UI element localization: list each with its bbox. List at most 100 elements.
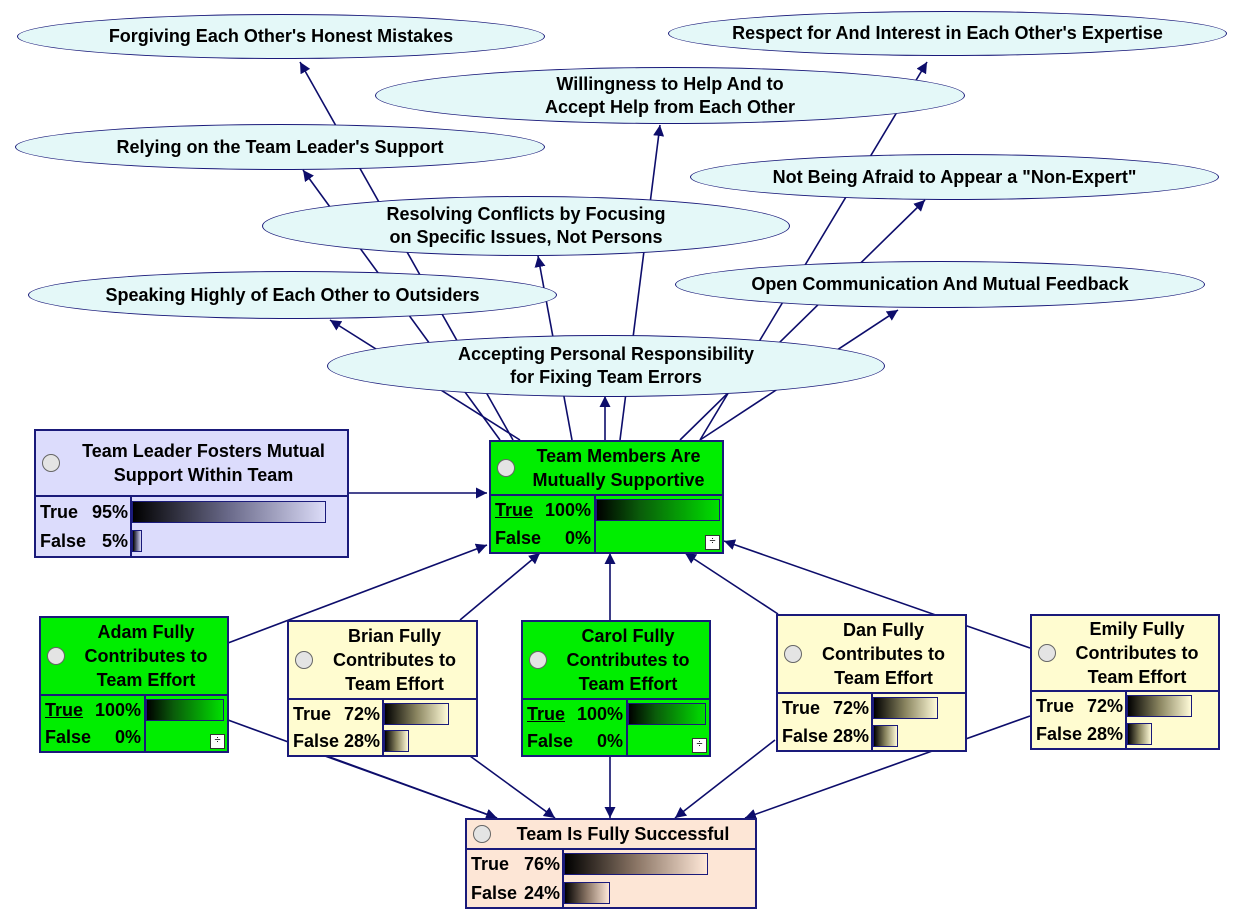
state-label: False [293,731,340,751]
state-percent: 100% [544,499,591,520]
state-percent: 95% [91,501,128,522]
oval-label: Relying on the Team Leader's Support [116,136,444,157]
title-line2: Contributes to [1075,643,1199,663]
title-line2: Contributes to [822,644,945,664]
title-line2: Support Within Team [113,465,294,485]
node-team-success[interactable]: Team Is Fully Successful True 76% False … [465,818,757,909]
state-row-false[interactable]: False 0% [523,728,709,755]
node-title: Emily Fully Contributes to Team Effort [1032,616,1218,692]
state-row-false[interactable]: False 28% [778,722,965,750]
radio-icon[interactable] [529,651,547,669]
node-title: Team Is Fully Successful [467,820,755,850]
oval-speaking[interactable]: Speaking Highly of Each Other to Outside… [28,271,557,319]
oval-label: Respect for And Interest in Each Other's… [732,23,1163,43]
radio-icon[interactable] [497,459,515,477]
node-title: Brian Fully Contributes to Team Effort [289,622,476,700]
node-team-mutual[interactable]: Team Members Are Mutually Supportive Tru… [489,440,724,554]
prob-bar-false [564,882,610,904]
state-label: True [1036,695,1075,716]
state-percent: 72% [832,697,869,718]
prob-bar-true [564,853,708,875]
divider [144,696,146,751]
divider [382,700,384,755]
oval-label-line1: Accepting Personal Responsibility [457,344,755,364]
minimize-icon[interactable]: ÷ [210,734,225,749]
state-percent: 28% [832,725,869,746]
radio-icon[interactable] [42,454,60,472]
oval-accepting[interactable]: Accepting Personal Responsibility for Fi… [327,335,885,397]
state-row-false[interactable]: False 5% [36,527,347,556]
prob-bar-true [596,499,720,521]
state-row-false[interactable]: False 28% [1032,720,1218,748]
node-team-leader[interactable]: Team Leader Fosters Mutual Support Withi… [34,429,349,558]
node-dan[interactable]: Dan Fully Contributes to Team Effort Tru… [776,614,967,752]
title-line1: Team Members Are [536,446,701,466]
state-percent: 72% [1086,695,1123,716]
edge-brian2-to-success [469,755,556,819]
divider [130,497,132,556]
state-percent: 100% [576,703,623,724]
title-line3: Team Effort [96,670,196,690]
title-line1: Carol Fully [581,626,675,646]
edge-brian-to-mutual [459,552,541,621]
oval-respect[interactable]: Respect for And Interest in Each Other's… [668,11,1227,56]
divider [626,700,628,755]
title-line2: Contributes to [333,650,456,670]
state-row-false[interactable]: False 0% [41,724,227,751]
prob-bar-true [384,703,449,725]
state-row-true[interactable]: True 100% [41,696,227,724]
radio-icon[interactable] [473,825,491,843]
state-label: True [495,499,534,520]
state-row-true[interactable]: True 72% [289,700,476,728]
title-line2: Contributes to [84,646,208,666]
oval-not-afraid[interactable]: Not Being Afraid to Appear a "Non-Expert… [690,154,1219,200]
oval-willingness[interactable]: Willingness to Help And to Accept Help f… [375,67,965,124]
state-label: True [471,854,510,874]
oval-label-line2: on Specific Issues, Not Persons [389,227,663,247]
radio-icon[interactable] [784,645,802,663]
state-label: False [495,527,542,548]
state-row-false[interactable]: False 24% [467,879,755,907]
state-row-true[interactable]: True 100% [523,700,709,728]
title-line2: Contributes to [566,650,690,670]
state-label: False [1036,723,1083,744]
state-percent: 0% [564,527,591,548]
oval-label-line2: Accept Help from Each Other [544,96,796,117]
oval-relying[interactable]: Relying on the Team Leader's Support [15,124,545,170]
oval-open-comm[interactable]: Open Communication And Mutual Feedback [675,261,1205,308]
oval-label-line2: for Fixing Team Errors [510,367,702,387]
radio-icon[interactable] [295,651,313,669]
oval-forgiving[interactable]: Forgiving Each Other's Honest Mistakes [17,14,545,59]
node-adam[interactable]: Adam Fully Contributes to Team Effort Tr… [39,616,229,753]
state-percent: 0% [596,731,623,751]
state-row-true[interactable]: True 72% [1032,692,1218,720]
prob-bar-true [873,697,938,719]
oval-label-line1: Resolving Conflicts by Focusing [386,204,666,224]
state-label: True [782,697,821,718]
state-row-true[interactable]: True 100% [491,496,722,524]
state-row-false[interactable]: False 28% [289,728,476,755]
state-percent: 28% [343,731,380,751]
node-carol[interactable]: Carol Fully Contributes to Team Effort T… [521,620,711,757]
oval-resolving[interactable]: Resolving Conflicts by Focusing on Speci… [262,196,790,256]
node-title: Team Members Are Mutually Supportive [491,442,722,496]
title-line1: Adam Fully [97,622,195,642]
state-percent: 28% [1086,723,1123,744]
radio-icon[interactable] [1038,644,1056,662]
radio-icon[interactable] [47,647,65,665]
state-row-true[interactable]: True 95% [36,497,347,527]
minimize-icon[interactable]: ÷ [692,738,707,753]
state-row-true[interactable]: True 76% [467,850,755,879]
minimize-icon[interactable]: ÷ [705,535,720,550]
title-line1: Team Is Fully Successful [516,824,730,844]
edge-adam-to-mutual [227,543,488,644]
state-row-false[interactable]: False 0% [491,524,722,552]
node-brian[interactable]: Brian Fully Contributes to Team Effort T… [287,620,478,757]
node-emily[interactable]: Emily Fully Contributes to Team Effort T… [1030,614,1220,750]
node-title: Adam Fully Contributes to Team Effort [41,618,227,696]
prob-bar-true [146,699,224,721]
state-row-true[interactable]: True 72% [778,694,965,722]
divider [871,694,873,750]
title-line3: Team Effort [345,674,444,694]
title-line1: Team Leader Fosters Mutual [82,441,325,461]
